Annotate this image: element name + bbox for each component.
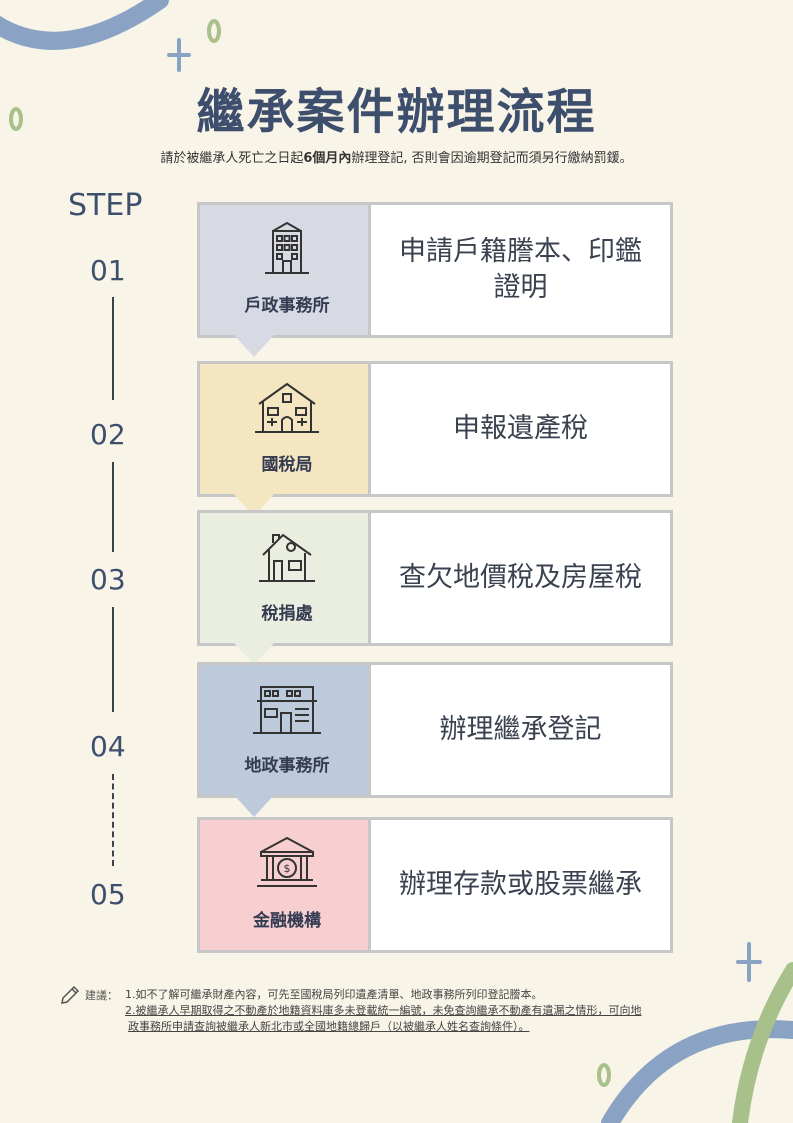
step-pointer — [234, 795, 274, 817]
tips-label: 建議： — [85, 989, 118, 1002]
step-number: 04 — [90, 730, 126, 763]
step-pointer — [234, 643, 274, 665]
house-icon — [255, 382, 319, 433]
decor-arc-top-left — [0, 0, 169, 50]
step-connector — [112, 607, 114, 712]
office-name: 稅捐處 — [261, 604, 313, 624]
subtitle-after: 辦理登記, 否則會因逾期登記而須另行繳納罰鍰。 — [351, 151, 633, 166]
task-text: 查欠地價稅及房屋稅 — [399, 562, 642, 593]
office-box-1: 戶政事務所 — [197, 202, 371, 357]
step-connector — [112, 297, 114, 400]
page-subtitle: 請於被繼承人死亡之日起6個月內辦理登記, 否則會因逾期登記而須另行繳納罰鍰。 — [0, 147, 793, 166]
office-building-icon — [253, 686, 321, 734]
step-label: STEP — [68, 188, 143, 223]
step-row-2: 國稅局 申報遺產稅 — [197, 361, 673, 516]
task-box-5: 辦理存款或股票繼承 — [371, 817, 673, 953]
tip-item-3: 政事務所申請查詢被繼承人新北市或全國地籍總歸戶（以被繼承人姓名查詢條件）。 — [128, 1019, 530, 1034]
step-connector — [112, 462, 114, 552]
task-text: 申請戶籍謄本、印鑑證明 — [399, 236, 642, 303]
step-number: 01 — [90, 254, 126, 287]
step-number: 03 — [90, 563, 126, 596]
tip-item-1: 1.如不了解可繼承財產內容，可先至國稅局列印遺產清單、地政事務所列印登記謄本。 — [125, 988, 543, 1001]
subtitle-before: 請於被繼承人死亡之日起 — [160, 151, 304, 166]
decor-plus-bottom-right — [736, 942, 762, 982]
task-text: 辦理繼承登記 — [439, 714, 602, 745]
decor-arc-bottom-right — [601, 962, 793, 1123]
task-text: 辦理存款或股票繼承 — [399, 869, 642, 900]
tip-item-2: 2.被繼承人早期取得之不動產於地籍資料庫多未登載統一編號，未免查詢繼承不動產有遺… — [125, 1003, 642, 1018]
step-pointer — [234, 335, 274, 357]
pencil-icon — [61, 985, 80, 1004]
step-row-3: 稅捐處 查欠地價稅及房屋稅 — [197, 510, 673, 665]
task-text: 申報遺產稅 — [453, 413, 588, 444]
office-name: 金融機構 — [253, 911, 321, 931]
decor-plus-top — [167, 38, 191, 72]
step-row-1: 戶政事務所 申請戶籍謄本、印鑑證明 — [197, 202, 673, 357]
office-box-5: $ 金融機構 — [197, 817, 371, 953]
decor-ring-left — [9, 107, 23, 131]
tip-item-3-text: 政事務所申請查詢被繼承人新北市或全國地籍總歸戶（以被繼承人姓名查詢條件）。 — [128, 1020, 530, 1033]
office-box-3: 稅捐處 — [197, 510, 371, 665]
office-box-4: 地政事務所 — [197, 662, 371, 817]
task-box-3: 查欠地價稅及房屋稅 — [371, 510, 673, 646]
office-name: 地政事務所 — [244, 756, 330, 776]
task-box-4: 辦理繼承登記 — [371, 662, 673, 798]
svg-text:$: $ — [284, 862, 291, 875]
subtitle-deadline: 6個月內 — [303, 151, 352, 166]
step-row-4: 地政事務所 辦理繼承登記 — [197, 662, 673, 817]
apartment-building-icon — [265, 221, 309, 274]
office-name: 國稅局 — [261, 455, 313, 475]
step-number: 05 — [90, 878, 126, 911]
step-row-5: $ 金融機構 辦理存款或股票繼承 — [197, 817, 673, 953]
decor-ring-top — [207, 19, 221, 43]
decor-ring-bottom — [597, 1063, 611, 1087]
home-icon — [259, 533, 315, 582]
bank-icon: $ — [257, 836, 317, 887]
tip-item-2-text: 2.被繼承人早期取得之不動產於地籍資料庫多未登載統一編號，未免查詢繼承不動產有遺… — [125, 1004, 642, 1017]
step-number: 02 — [90, 418, 126, 451]
office-box-2: 國稅局 — [197, 361, 371, 516]
task-box-1: 申請戶籍謄本、印鑑證明 — [371, 202, 673, 338]
task-box-2: 申報遺產稅 — [371, 361, 673, 497]
page-title: 繼承案件辦理流程 — [196, 84, 597, 140]
step-connector-dashed — [112, 774, 114, 866]
office-name: 戶政事務所 — [244, 296, 330, 316]
